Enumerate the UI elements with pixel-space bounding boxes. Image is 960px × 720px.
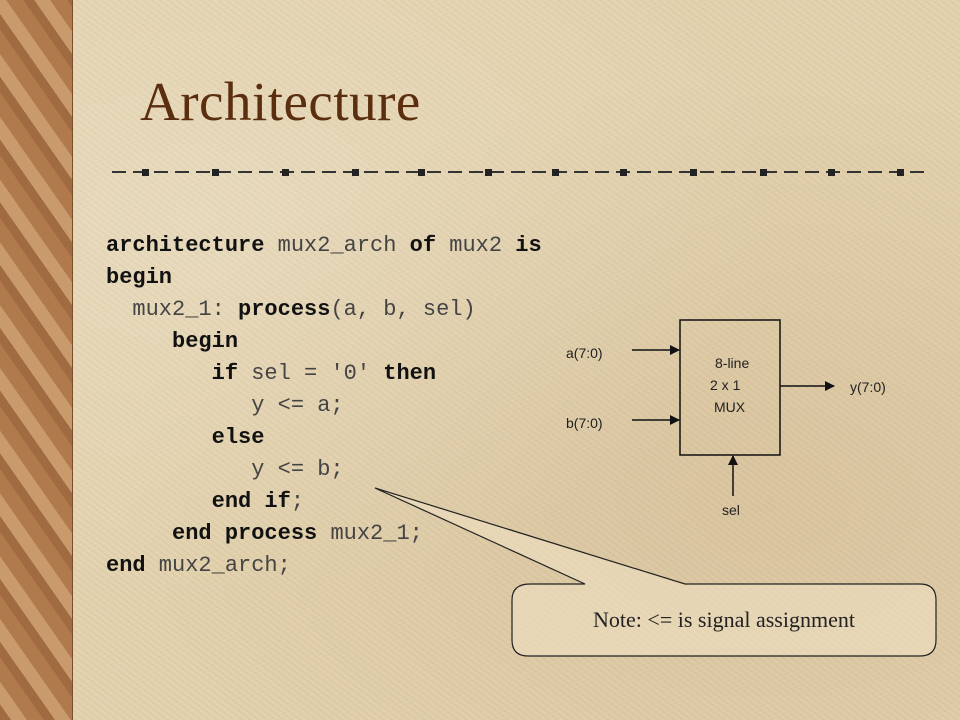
divider-squares <box>142 169 904 176</box>
slide-title: Architecture <box>140 71 421 132</box>
output-y-label: y(7:0) <box>850 379 886 395</box>
title-divider <box>112 169 927 176</box>
callout-note: Note: <= is signal assignment <box>593 607 855 632</box>
input-b-label: b(7:0) <box>566 415 603 431</box>
mux-box-line2: 2 x 1 <box>710 377 741 393</box>
callout-balloon <box>374 487 937 657</box>
left-border-decoration <box>0 0 73 720</box>
mux-box-line3: MUX <box>714 399 746 415</box>
input-a-label: a(7:0) <box>566 345 603 361</box>
vhdl-code-block: architecture mux2_arch of mux2 is begin … <box>106 233 542 578</box>
select-label: sel <box>722 502 740 518</box>
mux-box-line1: 8-line <box>715 355 749 371</box>
